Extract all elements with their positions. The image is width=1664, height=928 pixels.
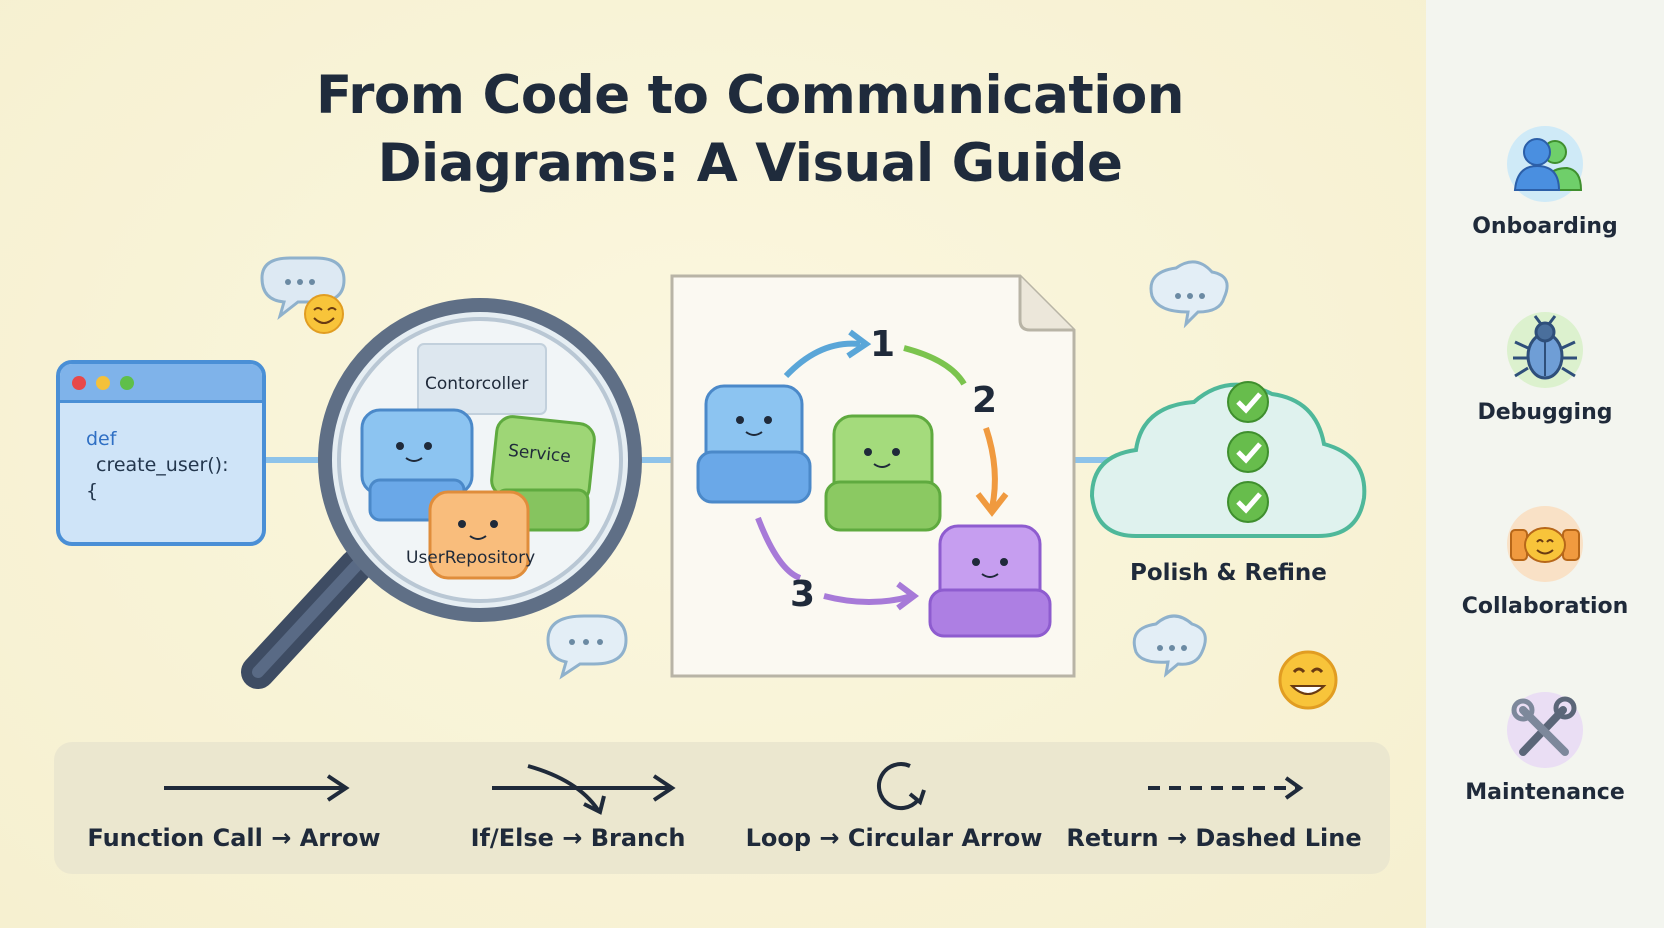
legend-label-return: Return → Dashed Line — [1066, 824, 1362, 852]
speech-bubble-icon — [1149, 260, 1229, 329]
step-2-arrow — [983, 427, 998, 509]
sidebar-label-collaboration: Collaboration — [1461, 594, 1629, 619]
user-repository-label: UserRepository — [406, 548, 536, 568]
handshake-icon — [1507, 506, 1583, 582]
cloud-label: Polish & Refine — [1130, 560, 1327, 586]
legend-label-function-call: Function Call → Arrow — [87, 824, 381, 852]
diagram-canvas — [241, 256, 1367, 710]
step-number-2: 2 — [972, 380, 998, 421]
legend-item-loop: Loop → Circular Arrow — [734, 742, 1054, 874]
window-title-bar — [60, 364, 262, 403]
smiley-icon — [1278, 650, 1338, 710]
sidebar-label-onboarding: Onboarding — [1472, 214, 1618, 239]
step-2-arrowhead — [975, 492, 1009, 517]
branch-arrow-icon — [492, 764, 676, 815]
purple-character — [928, 524, 1052, 638]
code-snippet: def create_user(): { — [86, 426, 228, 504]
speech-bubble-icon — [1132, 614, 1207, 678]
sidebar-label-maintenance: Maintenance — [1465, 780, 1625, 805]
magnifier-icon — [241, 298, 642, 689]
sidebar-item-collaboration: Collaboration — [1426, 504, 1664, 654]
green-character — [824, 414, 942, 532]
legend-label-branch: If/Else → Branch — [470, 824, 686, 852]
cloud-icon — [1089, 382, 1367, 538]
solid-arrow-icon — [164, 774, 350, 802]
legend-panel: Function Call → Arrow If/Else → Branch L… — [54, 742, 1390, 874]
step-3-arrowhead — [896, 581, 919, 611]
code-brace: { — [86, 480, 99, 502]
step-3-arrow — [823, 593, 913, 605]
legend-item-function-call: Function Call → Arrow — [74, 742, 394, 874]
legend-item-return: Return → Dashed Line — [1054, 742, 1374, 874]
maximize-dot-icon — [120, 376, 134, 390]
checkmark-icon — [1227, 381, 1269, 423]
users-icon — [1507, 126, 1583, 202]
sidebar-item-maintenance: Maintenance — [1426, 690, 1664, 840]
step-2-connector — [903, 345, 967, 386]
smiley-icon — [304, 294, 344, 334]
checkmark-icon — [1227, 431, 1269, 473]
user-repository-character — [428, 490, 530, 580]
title-line-2: Diagrams: A Visual Guide — [377, 133, 1123, 194]
blue-character — [696, 384, 812, 504]
step-1-arrow — [783, 340, 861, 379]
sidebar-label-debugging: Debugging — [1477, 400, 1613, 425]
code-window: def create_user(): { — [56, 360, 266, 546]
title-line-1: From Code to Communication — [315, 65, 1185, 126]
sidebar-item-onboarding: Onboarding — [1426, 124, 1664, 274]
circular-arrow-icon — [877, 762, 926, 811]
page-title: From Code to Communication Diagrams: A V… — [220, 62, 1280, 198]
step-1-arrowhead — [846, 329, 872, 359]
close-dot-icon — [72, 376, 86, 390]
step-number-1: 1 — [870, 324, 896, 365]
tools-icon — [1507, 692, 1583, 768]
speech-bubble-icon — [546, 614, 628, 680]
sidebar-item-debugging: Debugging — [1426, 310, 1664, 460]
code-keyword: def — [86, 428, 117, 450]
dashed-arrow-icon — [1148, 776, 1304, 800]
controller-label: Contorcoller — [425, 374, 529, 394]
code-function: create_user(): — [96, 454, 229, 476]
step-3-connector — [755, 516, 802, 581]
legend-item-branch: If/Else → Branch — [418, 742, 738, 874]
step-number-3: 3 — [790, 574, 816, 615]
bug-icon — [1507, 312, 1583, 388]
checkmark-icon — [1227, 481, 1269, 523]
legend-label-loop: Loop → Circular Arrow — [745, 824, 1043, 852]
minimize-dot-icon — [96, 376, 110, 390]
